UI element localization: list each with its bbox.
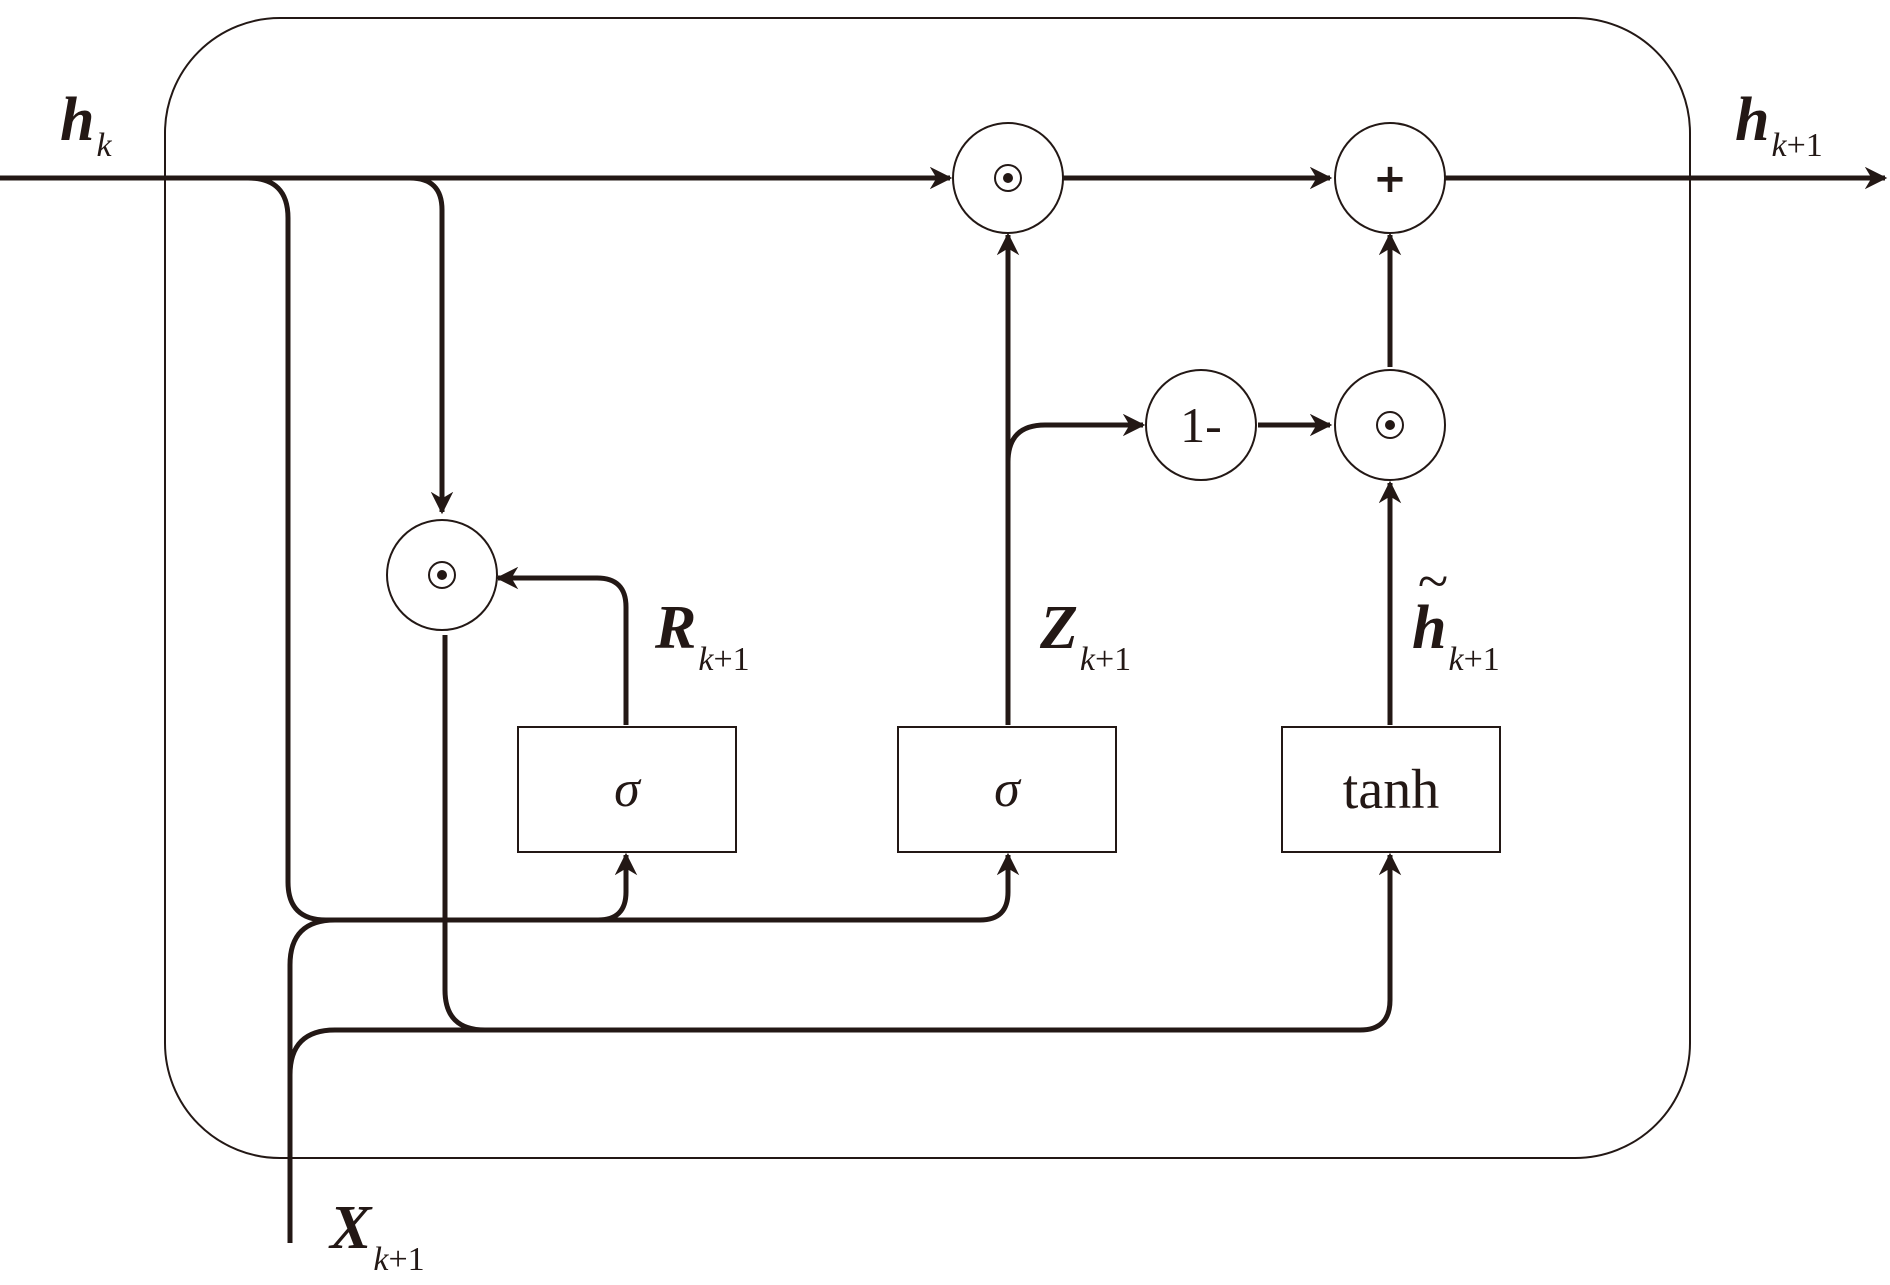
wire-x-to-gate-bus [287,917,336,1243]
hadamard-lower-node [1334,369,1446,481]
update-gate: σ [897,726,1117,853]
reset-gate-label: σ [614,761,642,818]
hadamard-reset-node [386,519,498,631]
hadamard-top-node [952,122,1064,234]
one-minus-operator: 1- [1180,397,1222,453]
label-candidate-signal: hk+1 [1412,594,1500,678]
cell-boundary [164,17,1691,1159]
reset-gate: σ [517,726,737,853]
label-x-input: Xk+1 [328,1194,425,1278]
label-candidate-tilde: ~ [1418,551,1448,613]
one-minus-node: 1- [1145,369,1257,481]
wire-bus-to-reset-gate [597,852,638,923]
label-h-next: hk+1 [1735,86,1823,164]
update-gate-label: σ [994,761,1022,818]
label-update-signal: Zk+1 [1039,594,1131,678]
wire-hk-to-gate-bus [247,175,1020,923]
sum-operator: + [1373,156,1407,202]
wire-reset-mult-to-candidate [442,635,486,1033]
sum-node: + [1334,122,1446,234]
candidate-gate-label: tanh [1343,759,1439,821]
wire-reset-gate-to-mult [495,566,629,725]
wire-hk-to-reset-mult [409,175,454,515]
candidate-gate: tanh [1281,726,1501,853]
wire-update-to-one-minus [1005,413,1146,463]
wire-x-to-candidate [287,852,1402,1243]
label-h-prev: hk [60,86,112,164]
label-reset-signal: Rk+1 [654,594,750,678]
